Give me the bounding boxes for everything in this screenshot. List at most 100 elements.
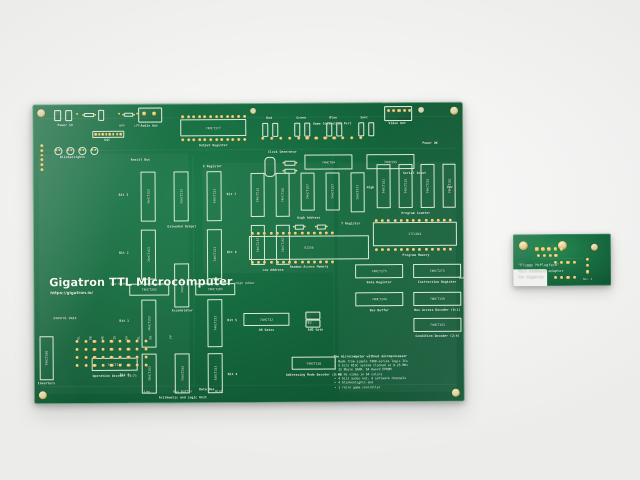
ic-label: 74HCT244	[371, 297, 387, 302]
label-data-register: Data Register	[366, 280, 392, 285]
adapter-header-row-1	[534, 246, 564, 251]
dac-pad	[97, 132, 101, 136]
blinkenlight-led	[90, 146, 98, 155]
dac-pad	[108, 132, 112, 136]
ic-label: 74HCT138	[306, 361, 322, 366]
ic-label: 74HCT161	[425, 178, 430, 194]
power-pad-1	[54, 110, 62, 122]
label-instruction-register: Instruction Register	[417, 279, 457, 284]
adapter-revision: Rev. 1	[583, 277, 593, 281]
label-data-bus-bottom: Data Bus	[199, 387, 215, 392]
adapter-pad-row-bottom	[554, 275, 576, 280]
label-bit-7: Bit 7	[226, 192, 237, 197]
blinkenlight-led	[66, 147, 74, 155]
label-bus-buffer: Bus Buffer	[369, 308, 389, 313]
blinkenlight-led	[78, 146, 86, 155]
video-resistor	[304, 122, 311, 137]
dac-header	[92, 130, 124, 138]
label-and-gate: AND Gate	[307, 327, 324, 332]
video-resistor	[368, 122, 375, 137]
rom-pad-row-bottom	[374, 247, 453, 252]
board-title: Gigatron TTL Microcomputer	[49, 275, 233, 290]
gcp-hole-right	[418, 106, 425, 113]
gigatron-pcb: Power 5V HPF LPF DAC Audio Out 74HCT377	[32, 101, 465, 405]
dac-pad	[101, 132, 104, 136]
label-video-out: Video Out	[388, 121, 406, 126]
ic-label: 74HCT157	[305, 184, 310, 200]
label-game-controller-port: Game Controller Port	[312, 121, 352, 126]
gcp-hole-left	[250, 107, 257, 114]
ic-74hct273-extended-output: 74HCT273	[173, 171, 189, 222]
label-lpf: LPF	[134, 123, 141, 128]
ic-74hct244-bus-buffer-right: 74HCT244	[355, 292, 404, 307]
and-gate-part	[305, 311, 321, 320]
ic-74hct273-instruction-register: 74HCT273	[413, 263, 462, 278]
label-bit-5: Bit 5	[227, 318, 238, 323]
label-pc-high: High	[366, 185, 375, 190]
label-program-memory: Program Memory	[402, 252, 430, 258]
ic-label: 74HCT377	[205, 125, 221, 130]
label-blinkenlights: Blinkenlights	[59, 154, 85, 160]
power-pad-2	[65, 110, 73, 122]
dac-pad	[94, 132, 97, 136]
ic-74hct157-x-reg-3: 74HCT157	[300, 172, 315, 211]
label-power-5v: Power 5V	[57, 123, 73, 128]
label-low-address: Low Address	[262, 267, 284, 272]
hpf-cap	[118, 112, 121, 116]
mounting-hole-tl	[37, 109, 46, 118]
ic-label: 74HCT161	[255, 187, 260, 203]
adapter-trace	[530, 257, 583, 260]
ic-74hct153-bit3: 74HCT153	[140, 171, 156, 222]
control-matrix-row-1	[75, 339, 148, 344]
label-bit-3: Bit 3	[118, 192, 129, 197]
ic-label: 74HCT153	[146, 189, 151, 205]
addr-resistor	[294, 224, 304, 230]
ic-74hct157-y-reg-1: 74HCT157	[325, 172, 340, 211]
label-and-gate-part: 282	[305, 320, 312, 325]
control-matrix-row-3	[75, 355, 148, 360]
ic-label: 74HCT273	[371, 269, 387, 274]
label-data-bus-right: Data Bus	[459, 276, 465, 281]
ic-label: 27C1024	[408, 231, 422, 237]
video-resistor	[272, 122, 279, 137]
power-resistor	[84, 112, 95, 118]
ic-pad-row-top	[181, 115, 246, 119]
label-alu-low: Low	[143, 389, 150, 394]
ic-74hct161-pc-3: 74HCT161	[420, 163, 435, 208]
control-matrix-row-4	[75, 363, 148, 368]
ic-label: 74HCT153	[212, 246, 217, 262]
mounting-hole-tr	[450, 106, 459, 115]
ic-label: 74HCT32	[259, 317, 273, 322]
label-alu-high: High	[214, 389, 223, 394]
addr-resistor	[316, 224, 326, 230]
spec-item: 1 retro game controller	[338, 384, 452, 389]
label-accumulator: Accumulator	[171, 308, 193, 313]
ic-27c1024-program-memory: 27C1024	[372, 221, 457, 247]
audio-jack-pad	[152, 111, 157, 116]
label-power-ok: Power OK	[422, 140, 438, 145]
ic-74hct377-output-register: 74HCT377	[180, 119, 247, 137]
label-result-bus: Result Bus	[130, 157, 151, 162]
pluggy-mcplugface-pcb: "Pluggy McPlugface" PS/2 keyboard adapte…	[512, 233, 612, 287]
ic-74hct153-condition-decoder: 74HCT153	[413, 317, 462, 332]
ic-62256-ram: 62256	[248, 235, 370, 260]
ram-pad-row-bottom	[251, 260, 335, 264]
label-bus-access-decoder: Bus Access Decoder (0:1)	[414, 307, 461, 312]
adapter-side-pads	[585, 257, 590, 274]
label-high-address: High Address	[297, 215, 321, 220]
adapter-header-row-2	[536, 254, 558, 258]
ic-74hct153-bit0: 74HCT153	[141, 353, 157, 394]
label-or-gates: OR Gates	[258, 327, 275, 332]
ic-label: 74HCT153	[429, 322, 445, 327]
mounting-hole-bl	[38, 391, 47, 400]
blinkenlight-led	[54, 147, 62, 155]
ic-label: 62256	[304, 245, 314, 250]
ic-74hct273-data-register: 74HCT273	[355, 264, 404, 279]
label-pc-low: Low	[446, 184, 453, 189]
ic-74hct153-bit5: 74HCT153	[207, 299, 223, 348]
dac-pad	[105, 132, 108, 136]
adapter-hole-left	[518, 241, 528, 251]
ic-74hct161-x-reg-1: 74HCT161	[250, 172, 265, 217]
label-operation-decoder: Operation Decoder (5:7)	[92, 373, 137, 378]
